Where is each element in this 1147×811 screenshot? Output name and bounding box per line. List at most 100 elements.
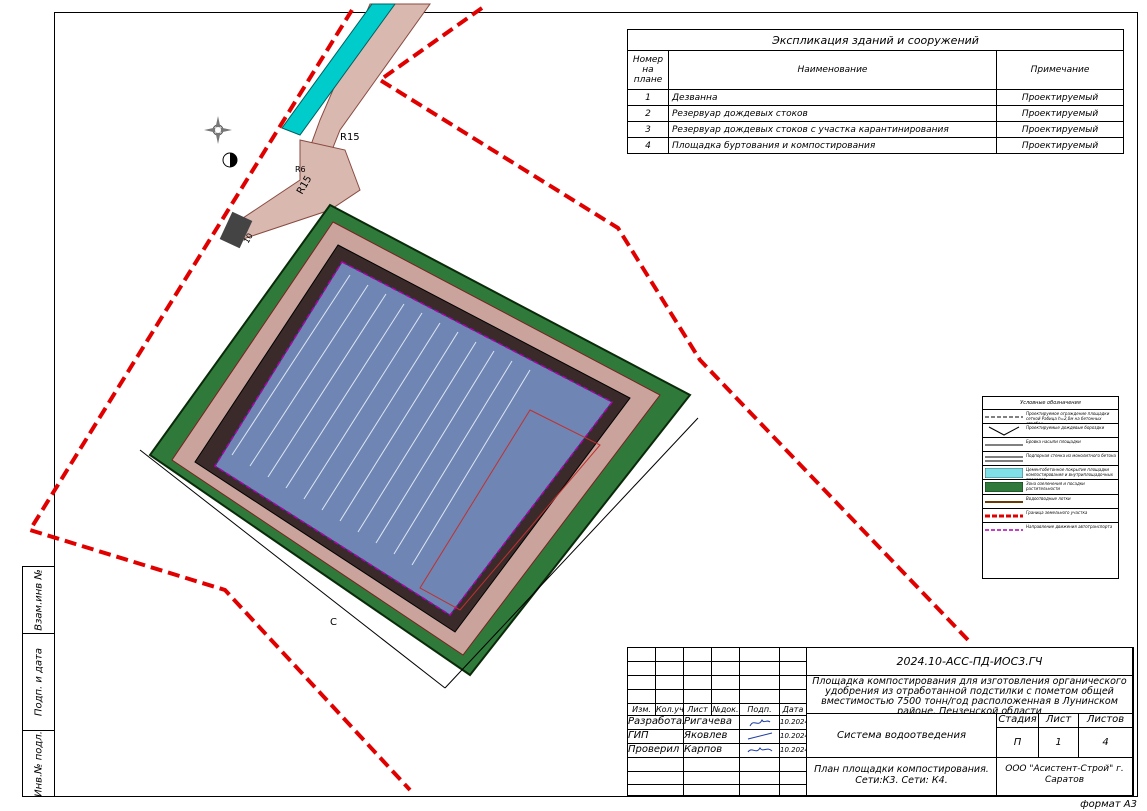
grid-cell xyxy=(628,785,684,796)
section-mark: С xyxy=(330,617,337,628)
north-arrow-icon xyxy=(204,116,232,144)
grid-cell xyxy=(684,648,712,662)
project-title: Площадка компостирования для изготовлени… xyxy=(807,676,1133,714)
legend-item: Водоотводные лотки xyxy=(983,495,1118,509)
dimension-line-sw xyxy=(139,449,446,689)
header-koluch: Кол.уч xyxy=(656,704,684,716)
grid-cell xyxy=(628,648,656,662)
grid-cell xyxy=(628,758,684,772)
legend-title: Условные обозначения xyxy=(983,397,1118,410)
row-name: Резервуар дождевых стоков xyxy=(668,105,997,122)
header-podp: Подп. xyxy=(740,704,780,716)
legend-item-label: Цементобетонное покрытие площадки компос… xyxy=(1026,467,1113,479)
stage-header: Стадия xyxy=(997,714,1039,728)
compost-rows xyxy=(231,274,531,566)
grid-cell xyxy=(740,758,780,772)
grid-cell xyxy=(656,676,684,690)
name-checker: Карпов xyxy=(684,744,740,758)
date-developer: 10.2024 xyxy=(780,716,807,730)
legend-item-label: Водоотводные лотки xyxy=(1026,495,1071,501)
grid-cell xyxy=(684,758,740,772)
land-boundary xyxy=(26,8,412,792)
plan-title: План площадки компостирования. Сети:К3. … xyxy=(807,758,997,796)
legend-item: Направление движения автотранспорта xyxy=(983,523,1118,537)
row-number: 1 xyxy=(627,89,669,106)
row-note: Проектируемый xyxy=(996,137,1124,154)
grid-cell xyxy=(780,690,807,704)
dimension-label-10: 10 xyxy=(242,232,255,245)
retaining-wall-swatch xyxy=(985,456,1023,462)
grid-cell xyxy=(740,690,780,704)
grid-cell xyxy=(740,662,780,676)
quarantine-zone xyxy=(419,409,601,611)
table-row: 1 Дезванна Проектируемый xyxy=(627,89,1124,106)
legend-item: Граница земельного участка xyxy=(983,509,1118,523)
drain-swatch xyxy=(985,500,1023,503)
name-gip: Яковлев xyxy=(684,730,740,744)
concrete-swatch xyxy=(985,468,1023,479)
grid-cell xyxy=(780,648,807,662)
legend-item-label: Бровка насыпи площадки xyxy=(1026,439,1081,445)
legend-item: Проектируемое ограждение площадки сеткой… xyxy=(983,410,1118,425)
signature-gip xyxy=(740,730,780,744)
col-header-name: Наименование xyxy=(668,50,997,90)
role-checker: Проверил xyxy=(628,744,684,758)
green-zone-swatch xyxy=(985,482,1023,493)
legend-item: Зона озеленения и посадки растительности xyxy=(983,480,1118,495)
access-road xyxy=(219,3,431,249)
table-row: 3 Резервуар дождевых стоков с участка ка… xyxy=(627,121,1124,138)
stage-value: П xyxy=(997,728,1039,758)
stamp-inv-number: Инв.№ подл. xyxy=(22,730,55,797)
title-block: Изм. Кол.уч Лист №док. Подп. Дата Разраб… xyxy=(627,647,1134,797)
legend-item-label: Граница земельного участка xyxy=(1026,509,1088,515)
traffic-swatch xyxy=(985,529,1023,531)
grid-cell xyxy=(628,772,684,785)
legend: Условные обозначения Проектируемое ограж… xyxy=(982,396,1119,579)
header-list: Лист xyxy=(684,704,712,716)
role-developer: Разработал xyxy=(628,716,684,730)
header-ndok: №док. xyxy=(712,704,740,716)
sheets-value: 4 xyxy=(1079,728,1133,758)
grid-cell xyxy=(712,662,740,676)
grid-cell xyxy=(780,676,807,690)
grid-cell xyxy=(684,676,712,690)
header-izm: Изм. xyxy=(628,704,656,716)
grid-cell xyxy=(780,758,807,772)
grid-cell xyxy=(656,662,684,676)
row-number: 4 xyxy=(627,137,669,154)
row-number: 2 xyxy=(627,105,669,122)
grid-cell xyxy=(740,772,780,785)
fence-swatch xyxy=(985,416,1023,418)
boundary-swatch xyxy=(985,514,1023,518)
grid-cell xyxy=(684,785,740,796)
grid-cell xyxy=(628,690,656,704)
grid-cell xyxy=(780,772,807,785)
radius-label-1: R15 xyxy=(340,132,360,143)
legend-item: Бровка насыпи площадки xyxy=(983,438,1118,453)
role-gip: ГИП xyxy=(628,730,684,744)
row-note: Проектируемый xyxy=(996,89,1124,106)
grid-cell xyxy=(656,648,684,662)
sheet-value: 1 xyxy=(1039,728,1079,758)
name-developer: Ригачева xyxy=(684,716,740,730)
furrow-swatch xyxy=(988,426,1020,436)
legend-item-label: Проектируемые дождевые бороздки xyxy=(1026,425,1105,431)
drawing-frame xyxy=(54,12,1138,797)
wind-icon xyxy=(222,152,238,168)
sheets-header: Листов xyxy=(1079,714,1133,728)
signature-developer xyxy=(740,716,780,730)
row-note: Проектируемый xyxy=(996,105,1124,122)
document-code: 2024.10-АСС-ПД-ИОС3.ГЧ xyxy=(807,648,1133,676)
stamp-sign-date: Подп. и дата xyxy=(22,633,55,731)
grid-cell xyxy=(656,690,684,704)
legend-item: Подпорная стенка из монолитного бетона xyxy=(983,452,1118,467)
grid-cell xyxy=(684,662,712,676)
system-name: Система водоотведения xyxy=(807,714,997,758)
row-number: 3 xyxy=(627,121,669,138)
row-name: Резервуар дождевых стоков с участка кара… xyxy=(668,121,997,138)
legend-item: Проектируемые дождевые бороздки xyxy=(983,424,1118,439)
table-row: 4 Площадка буртования и компостирования … xyxy=(627,137,1124,154)
sheet-header: Лист xyxy=(1039,714,1079,728)
radius-label-3: R6 xyxy=(295,165,306,174)
grid-cell xyxy=(740,648,780,662)
